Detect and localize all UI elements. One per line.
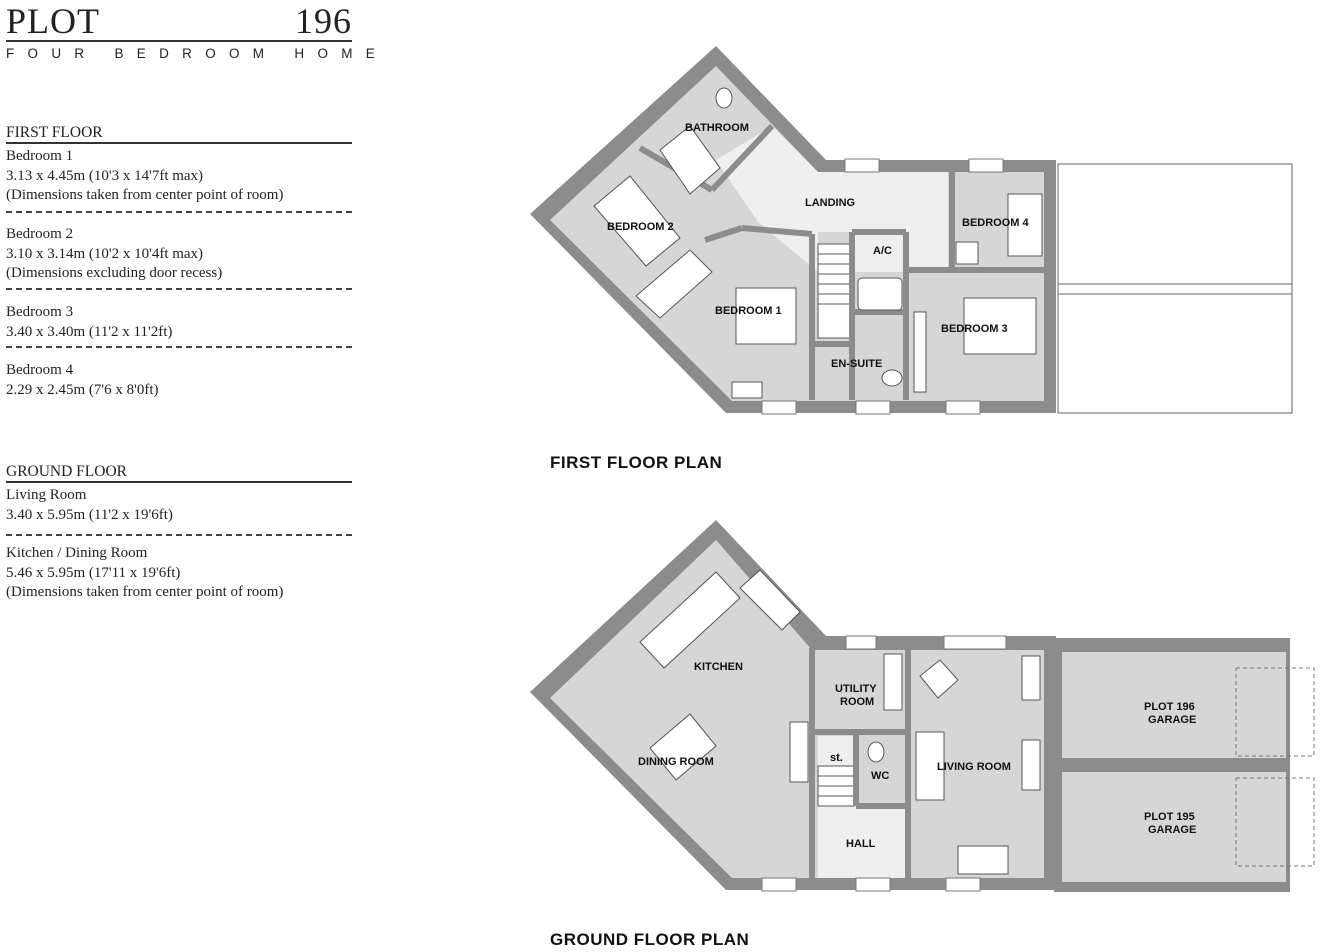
toilet-bathroom <box>715 87 733 109</box>
landing-floor <box>716 126 948 272</box>
bed-3 <box>963 297 1037 355</box>
label-dining-room: DINING ROOM <box>638 756 714 768</box>
kitchen-counter-2 <box>739 569 801 631</box>
wardrobe-2 <box>635 249 713 319</box>
room-size: 3.10 x 3.14m (10'2 x 10'4ft max) <box>6 245 204 262</box>
label-utility: UTILITY <box>835 683 877 695</box>
garage-doors <box>1235 667 1315 867</box>
first-floor-plan-title: FIRST FLOOR PLAN <box>550 453 722 472</box>
label-garage-195: GARAGE <box>1148 824 1196 836</box>
room-size: 3.40 x 5.95m (11'2 x 19'6ft) <box>6 506 173 523</box>
stair <box>817 243 855 339</box>
label-bedroom-1: BEDROOM 1 <box>715 305 782 317</box>
room-name: Bedroom 1 <box>6 148 74 164</box>
ground-floor-plan-title: GROUND FLOOR PLAN <box>550 930 749 949</box>
label-plot-196: PLOT 196 <box>1144 701 1195 713</box>
ground-floor-interior <box>550 540 1044 878</box>
bath <box>857 277 903 311</box>
label-garage-196: GARAGE <box>1148 714 1196 726</box>
home-type-subtitle: FOUR BEDROOM HOME <box>6 46 389 61</box>
internal-walls <box>638 123 1044 400</box>
desk-1 <box>731 381 763 399</box>
sofa-side <box>915 731 945 801</box>
bed-4 <box>1007 193 1043 257</box>
label-hall: HALL <box>846 838 876 850</box>
label-kitchen: KITCHEN <box>694 661 743 673</box>
room-name: Bedroom 4 <box>6 362 74 378</box>
bed-2 <box>593 175 681 267</box>
label-bedroom-3: BEDROOM 3 <box>941 323 1008 335</box>
plot-number: 196 <box>295 1 352 41</box>
garage-196-floor <box>1062 652 1286 758</box>
wardrobe-3 <box>913 311 927 393</box>
room-name: Bedroom 2 <box>6 226 74 242</box>
bed-1 <box>735 287 797 345</box>
divider <box>6 211 352 213</box>
bath-bathroom <box>659 125 721 195</box>
ground-floor-heading: GROUND FLOOR <box>6 463 352 483</box>
divider <box>6 534 352 536</box>
desk-4 <box>955 241 979 265</box>
room-name: Living Room <box>6 487 87 503</box>
ground-stair <box>817 765 855 807</box>
label-plot-195: PLOT 195 <box>1144 811 1195 823</box>
plot-label: PLOT <box>6 1 100 41</box>
first-floor-windows <box>761 158 1004 415</box>
label-store: st. <box>830 752 843 764</box>
room-kitchen-dining: Kitchen / Dining Room 5.46 x 5.95m (17'1… <box>6 544 352 603</box>
dining-table <box>649 713 717 781</box>
first-floor-furniture <box>593 87 1043 399</box>
room-bedroom-1: Bedroom 1 3.13 x 4.45m (10'3 x 14'7ft ma… <box>6 147 352 206</box>
tv-unit <box>1021 655 1041 701</box>
room-bedroom-2: Bedroom 2 3.10 x 3.14m (10'2 x 10'4ft ma… <box>6 225 352 284</box>
room-bedroom-4: Bedroom 4 2.29 x 2.45m (7'6 x 8'0ft) <box>6 361 352 400</box>
ground-furniture <box>649 653 1041 875</box>
label-bathroom: BATHROOM <box>685 122 749 134</box>
divider <box>6 346 352 348</box>
toilet-wc <box>867 741 885 763</box>
plot-title: PLOT 196 <box>6 0 352 42</box>
room-living-room: Living Room 3.40 x 5.95m (11'2 x 19'6ft) <box>6 486 352 525</box>
label-living-room: LIVING ROOM <box>937 761 1011 773</box>
label-bedroom-4: BEDROOM 4 <box>962 217 1030 229</box>
room-name: Bedroom 3 <box>6 304 74 320</box>
label-landing: LANDING <box>805 197 855 209</box>
divider <box>6 288 352 290</box>
label-utility-room: ROOM <box>840 696 874 708</box>
fireplace <box>1021 739 1041 791</box>
toilet-ensuite <box>881 369 903 387</box>
specification-panel: PLOT 196 FOUR BEDROOM HOME FIRST FLOOR B… <box>6 0 389 600</box>
garage-roof-outline <box>1057 163 1293 414</box>
room-bedroom-3: Bedroom 3 3.40 x 3.40m (11'2 x 11'2ft) <box>6 303 352 342</box>
room-size: 3.13 x 4.45m (10'3 x 14'7ft max) <box>6 167 204 184</box>
first-floor-plan: BATHROOM LANDING BEDROOM 4 BEDROOM 2 A/C… <box>530 46 1293 472</box>
sofa-front <box>957 845 1009 875</box>
ground-floor-plan: KITCHEN UTILITY ROOM PLOT 196 GARAGE DIN… <box>530 520 1315 949</box>
room-size: 5.46 x 5.95m (17'11 x 19'6ft) <box>6 564 181 581</box>
first-floor-heading: FIRST FLOOR <box>6 124 352 144</box>
kitchen-unit <box>789 721 809 783</box>
room-size: 3.40 x 3.40m (11'2 x 11'2ft) <box>6 323 173 340</box>
room-note: (Dimensions excluding door recess) <box>6 265 223 281</box>
garage-195-floor <box>1062 772 1286 882</box>
label-ac: A/C <box>873 245 892 257</box>
armchair <box>919 659 959 699</box>
room-name: Kitchen / Dining Room <box>6 545 148 561</box>
kitchen-counter <box>639 571 741 669</box>
label-ensuite: EN-SUITE <box>831 358 882 370</box>
room-note: (Dimensions taken from center point of r… <box>6 187 284 203</box>
label-bedroom-2: BEDROOM 2 <box>607 221 674 233</box>
ground-floor-windows <box>761 635 1007 892</box>
room-note: (Dimensions taken from center point of r… <box>6 584 284 600</box>
ground-internal-walls <box>809 648 911 878</box>
room-size: 2.29 x 2.45m (7'6 x 8'0ft) <box>6 381 159 398</box>
label-wc: WC <box>871 770 889 782</box>
utility-unit <box>883 653 903 711</box>
